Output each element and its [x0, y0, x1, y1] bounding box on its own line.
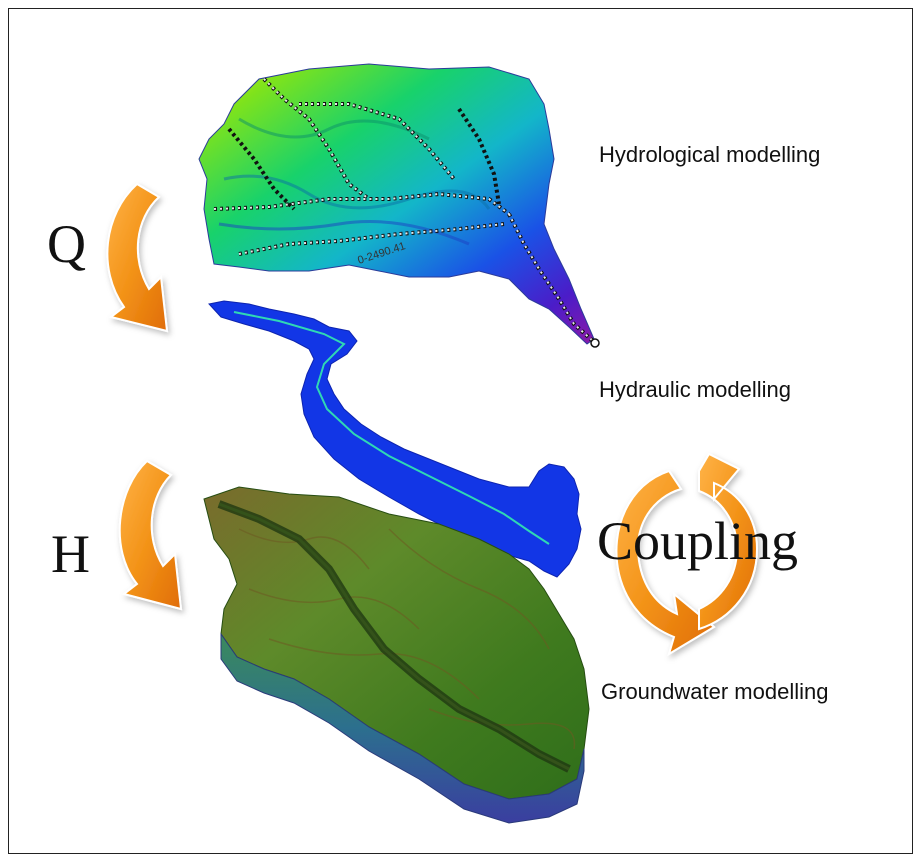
cycle-arrows-icon — [615, 452, 759, 657]
curved-arrow-down-icon — [118, 459, 183, 611]
hydrological-dem-map: 0-2490.41 — [198, 63, 600, 348]
groundwater-terrain-model — [203, 486, 590, 824]
figure-frame: 0-2490.41 — [8, 8, 913, 854]
hydrological-modelling-label: Hydrological modelling — [599, 142, 821, 167]
head-variable-h: H — [51, 524, 90, 584]
hydraulic-modelling-label: Hydraulic modelling — [599, 377, 791, 402]
discharge-variable-q: Q — [47, 214, 86, 274]
curved-arrow-down-icon — [106, 182, 169, 333]
groundwater-modelling-label: Groundwater modelling — [601, 679, 829, 704]
diagram-canvas: 0-2490.41 — [106, 63, 759, 824]
hydraulic-river-model — [208, 300, 582, 578]
coupling-label: Coupling — [597, 511, 799, 571]
